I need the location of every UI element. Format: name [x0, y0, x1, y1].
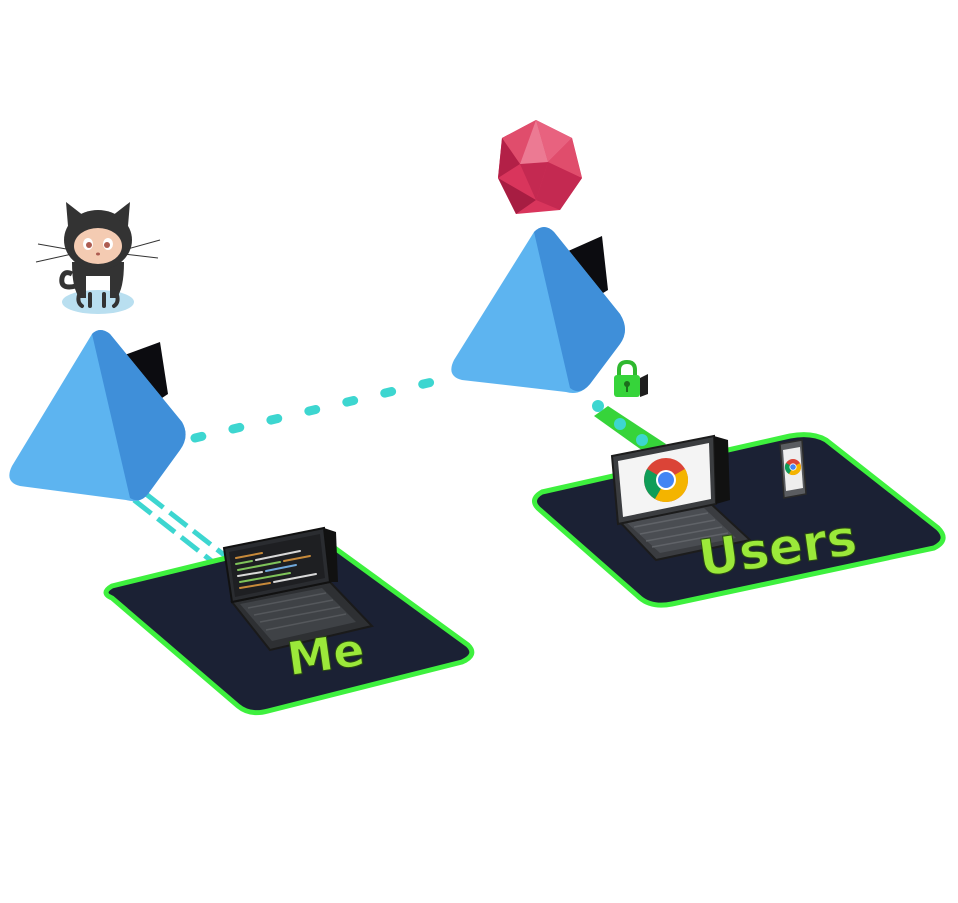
me-label: Me	[284, 622, 368, 686]
ruby-server	[451, 227, 625, 393]
me-to-github-connection	[132, 492, 230, 568]
github-octocat-icon	[35, 202, 161, 314]
server-to-server-connection	[190, 377, 437, 443]
padlock-icon	[614, 359, 648, 397]
user-laptop	[610, 434, 753, 562]
github-server	[9, 330, 186, 502]
chrome-browser-icon	[644, 458, 688, 502]
chrome-browser-icon	[784, 459, 802, 476]
ruby-gem-icon	[498, 120, 582, 214]
secure-link	[592, 400, 666, 456]
user-phone	[779, 439, 807, 499]
code-editor-screen	[235, 550, 317, 589]
developer-laptop	[222, 526, 374, 652]
